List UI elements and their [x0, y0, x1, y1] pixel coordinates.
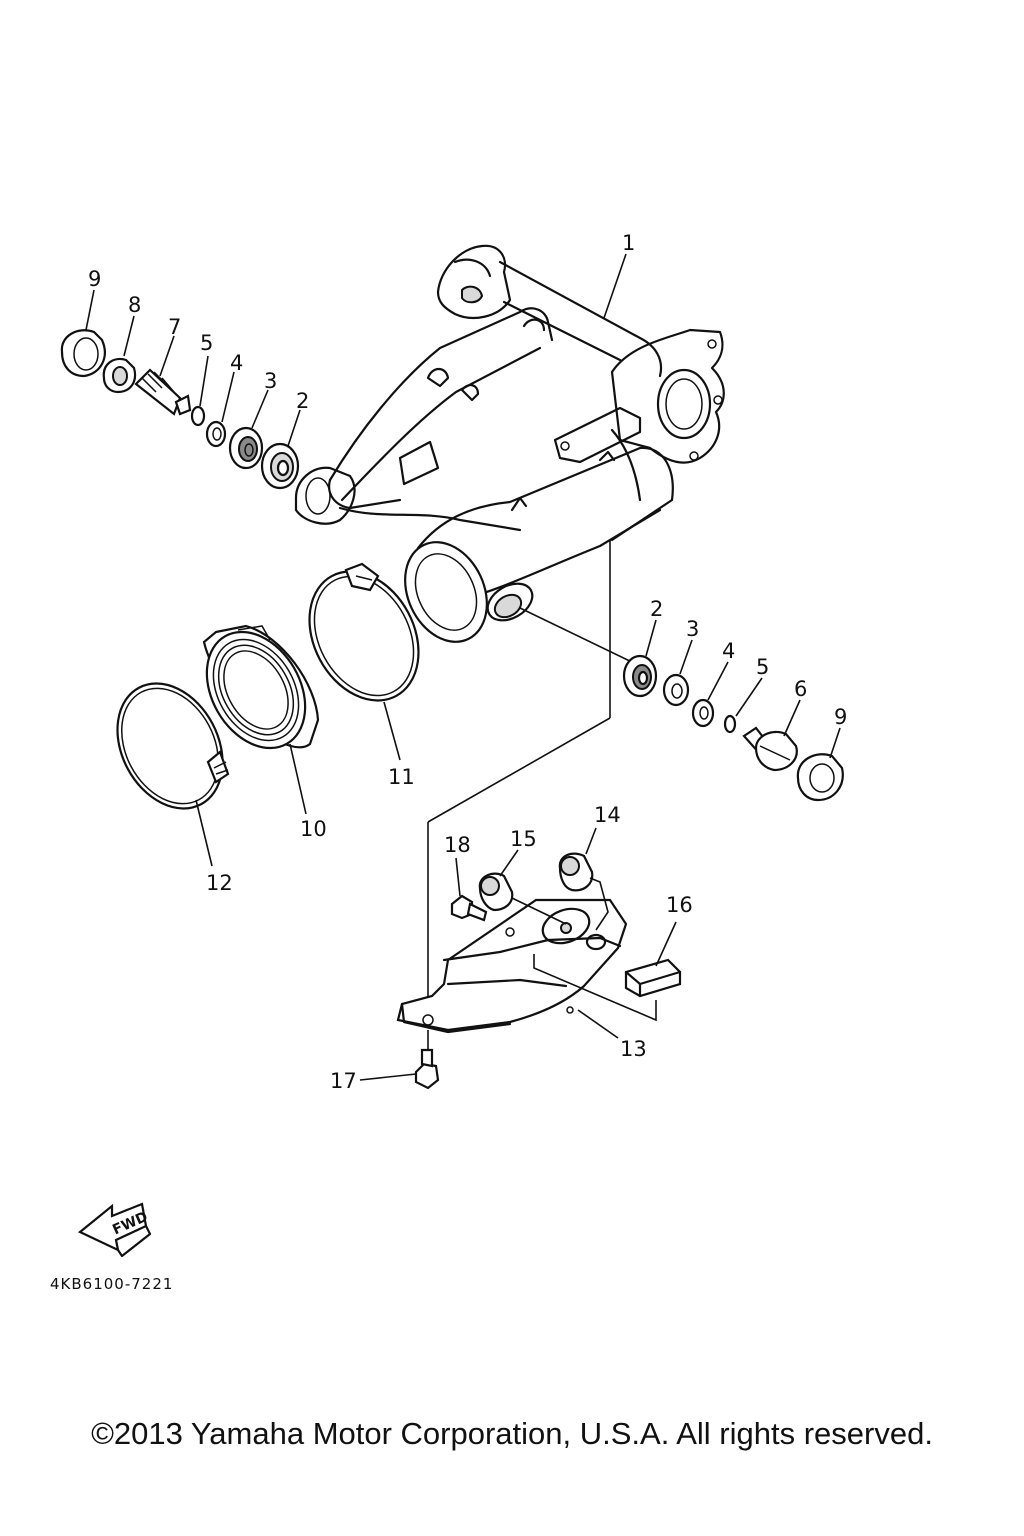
- right-pivot-parts: [519, 607, 844, 802]
- callout-3b: 3: [686, 617, 699, 641]
- callout-12: 12: [206, 871, 233, 895]
- washer-4-right: [691, 698, 715, 728]
- pivot-shaft-7: [134, 368, 192, 416]
- callout-9b: 9: [834, 705, 847, 729]
- callout-8: 8: [128, 293, 141, 317]
- damper-14: [558, 852, 609, 931]
- callout-6: 6: [794, 677, 807, 701]
- callout-1: 1: [622, 231, 635, 255]
- copyright-notice: ©2013 Yamaha Motor Corporation, U.S.A. A…: [91, 1416, 933, 1451]
- callout-2b: 2: [650, 597, 663, 621]
- bolt-18: [450, 894, 488, 922]
- callout-16: 16: [666, 893, 693, 917]
- swingarm: [294, 244, 725, 643]
- diagram-code: 4KB6100-7221: [50, 1275, 173, 1293]
- guard-assembly: [396, 540, 682, 1090]
- damper-15: [478, 872, 567, 925]
- callout-18: 18: [444, 833, 471, 857]
- clamp-11: [308, 562, 420, 702]
- callout-labels: 1 2 3 4 5 7 8 9 2 3 4 5 6 9 10 11 12 13 …: [88, 231, 847, 1093]
- seal-3-left: [228, 426, 264, 470]
- callout-13: 13: [620, 1037, 647, 1061]
- callout-3a: 3: [264, 369, 277, 393]
- pad-16: [624, 958, 682, 998]
- callout-5b: 5: [756, 655, 769, 679]
- boot-10: [202, 624, 320, 750]
- callout-7: 7: [168, 315, 181, 339]
- callout-4b: 4: [722, 639, 735, 663]
- pivot-cap-9-right: [796, 753, 844, 802]
- clamp-12: [116, 682, 230, 810]
- bearing-2-left: [260, 442, 300, 490]
- bolt-17: [414, 1030, 440, 1090]
- pivot-bolt-6: [742, 726, 798, 772]
- oring-5-right: [723, 714, 737, 734]
- leader-lines: [85, 253, 841, 1081]
- left-pivot-parts: [60, 329, 300, 490]
- callout-9a: 9: [88, 267, 101, 291]
- fwd-arrow: FWD: [77, 1202, 152, 1258]
- oring-5-left: [190, 405, 206, 427]
- bearing-2-right: [622, 654, 658, 698]
- callout-10: 10: [300, 817, 327, 841]
- nut-8: [102, 357, 137, 394]
- pivot-cap-9-left: [60, 329, 106, 378]
- callout-2a: 2: [296, 389, 309, 413]
- callout-17: 17: [330, 1069, 357, 1093]
- washer-4-left: [205, 420, 227, 448]
- boot-and-clamps: [116, 562, 420, 810]
- callout-11: 11: [388, 765, 415, 789]
- callout-5a: 5: [200, 331, 213, 355]
- callout-4a: 4: [230, 351, 243, 375]
- callout-14: 14: [594, 803, 621, 827]
- seal-3-right: [662, 673, 690, 707]
- callout-15: 15: [510, 827, 537, 851]
